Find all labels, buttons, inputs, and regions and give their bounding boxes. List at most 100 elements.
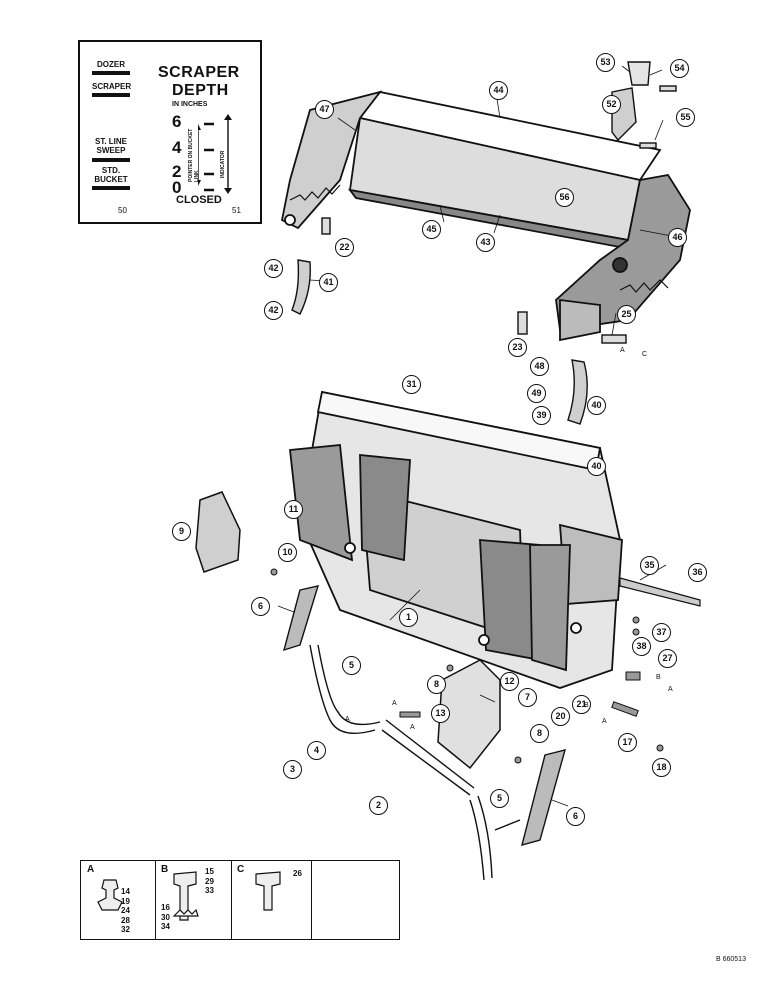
callout-6-left: 6: [251, 597, 270, 616]
legend-a-part-19: 19: [121, 896, 130, 906]
callout-1: 1: [399, 608, 418, 627]
legend-a-part-14: 14: [121, 887, 130, 896]
callout-27: 27: [658, 649, 677, 668]
catalog-number: B 660513: [716, 956, 746, 963]
legend-a-part-24: 24: [121, 906, 130, 915]
legend-b-part-33: 33: [205, 886, 214, 895]
mounting-plates: [195, 491, 501, 770]
callout-38: 38: [632, 637, 651, 656]
legend-c-parts: 26: [293, 869, 302, 879]
callout-36: 36: [688, 563, 707, 582]
callout-2: 2: [369, 796, 388, 815]
callout-44: 44: [489, 81, 508, 100]
cutting-edge: [619, 577, 701, 607]
mode-bucket-bar: [92, 186, 130, 190]
legend-cell-a: A 14 19 24 28 32: [81, 861, 156, 939]
legend-b-part-30: 30: [161, 912, 170, 922]
mode-scraper: SCRAPER: [92, 82, 132, 91]
legend-b-part-29: 29: [205, 876, 214, 886]
legend-a-parts: 14 19 24 28 32: [121, 887, 130, 935]
callout-21: 21: [572, 695, 591, 714]
decal-units: IN INCHES: [172, 101, 208, 108]
callout-7: 7: [518, 688, 537, 707]
hydraulic-hoses: [309, 644, 521, 881]
callout-40-lower: 40: [587, 457, 606, 476]
callout-20: 20: [551, 707, 570, 726]
legend-b-parts-top: 15 29 33: [205, 867, 214, 896]
callout-48: 48: [530, 357, 549, 376]
depth-scale-marks: [198, 114, 232, 194]
hydraulic-cylinders: [282, 585, 566, 846]
callout-37: 37: [652, 623, 671, 642]
mode-straight-line-sweep: ST. LINE SWEEP: [94, 137, 127, 155]
callout-40-upper: 40: [587, 396, 606, 415]
callout-18: 18: [652, 758, 671, 777]
callout-25: 25: [617, 305, 636, 324]
scraper-blade-assembly: [280, 90, 691, 342]
blade-teeth: [289, 184, 669, 293]
callout-10: 10: [278, 543, 297, 562]
legend-a-part-32: 32: [121, 925, 130, 934]
legend-b-parts-bottom: 16 30 34: [161, 903, 170, 932]
callout-13: 13: [431, 704, 450, 723]
legend-b-part-16: 16: [161, 903, 170, 912]
callout-12: 12: [500, 672, 519, 691]
letter-mark-c1: C: [642, 351, 648, 358]
scraper-depth-decal: DOZER SCRAPER ST. LINE SWEEP STD. BUCKET…: [78, 40, 262, 224]
callout-42-upper: 42: [264, 259, 283, 278]
depth-2: 2: [172, 162, 182, 181]
callout-53: 53: [596, 53, 615, 72]
letter-mark-a5: A: [392, 700, 397, 707]
legend-cell-c: C 26: [231, 861, 312, 939]
callout-8-lower: 8: [530, 724, 549, 743]
callout-43: 43: [476, 233, 495, 252]
legend-b-part-15: 15: [205, 867, 214, 876]
letter-mark-a1: A: [620, 347, 625, 354]
callout-54: 54: [670, 59, 689, 78]
callout-47: 47: [315, 100, 334, 119]
callout-8-upper: 8: [427, 675, 446, 694]
callout-5-lower: 5: [490, 789, 509, 808]
callout-42-lower: 42: [264, 301, 283, 320]
closed-label: CLOSED: [176, 194, 222, 206]
decal-ref-50: 50: [118, 206, 127, 215]
callout-31: 31: [402, 375, 421, 394]
callout-49: 49: [527, 384, 546, 403]
legend-c-part-26: 26: [293, 869, 302, 878]
callout-3: 3: [283, 760, 302, 779]
mode-standard-bucket: STD. BUCKET: [94, 166, 128, 184]
mode-scraper-bar: [92, 93, 130, 97]
callout-22: 22: [335, 238, 354, 257]
decal-title-depth: DEPTH: [172, 82, 229, 99]
decal-ref-51: 51: [232, 206, 241, 215]
callout-46: 46: [668, 228, 687, 247]
letter-mark-a3: A: [668, 686, 673, 693]
legend-b-label: B: [161, 864, 169, 875]
legend-a-label: A: [87, 864, 95, 875]
callout-11: 11: [284, 500, 303, 519]
letter-mark-a2: A: [345, 716, 350, 723]
legend-cell-b: B 15 29 33 16 30 34: [155, 861, 232, 939]
callout-4: 4: [307, 741, 326, 760]
callout-56: 56: [555, 188, 574, 207]
legend-fitting-drawings: [97, 871, 281, 921]
callout-6-right: 6: [566, 807, 585, 826]
callout-45: 45: [422, 220, 441, 239]
callout-55: 55: [676, 108, 695, 127]
letter-mark-b2: B: [584, 702, 589, 709]
callout-35: 35: [640, 556, 659, 575]
callout-23: 23: [508, 338, 527, 357]
callout-5-upper: 5: [342, 656, 361, 675]
legend-a-part-28: 28: [121, 915, 130, 925]
callout-9: 9: [172, 522, 191, 541]
bucket-assembly: [289, 390, 623, 689]
callout-39: 39: [532, 406, 551, 425]
depth-0: 0: [172, 178, 182, 197]
fitting-legend: A 14 19 24 28 32 B 15 29 33 16 30 34 C 2…: [80, 860, 400, 940]
callout-41: 41: [319, 273, 338, 292]
fittings-and-bolts: [270, 568, 664, 764]
callout-52: 52: [602, 95, 621, 114]
letter-mark-b1: B: [656, 674, 661, 681]
